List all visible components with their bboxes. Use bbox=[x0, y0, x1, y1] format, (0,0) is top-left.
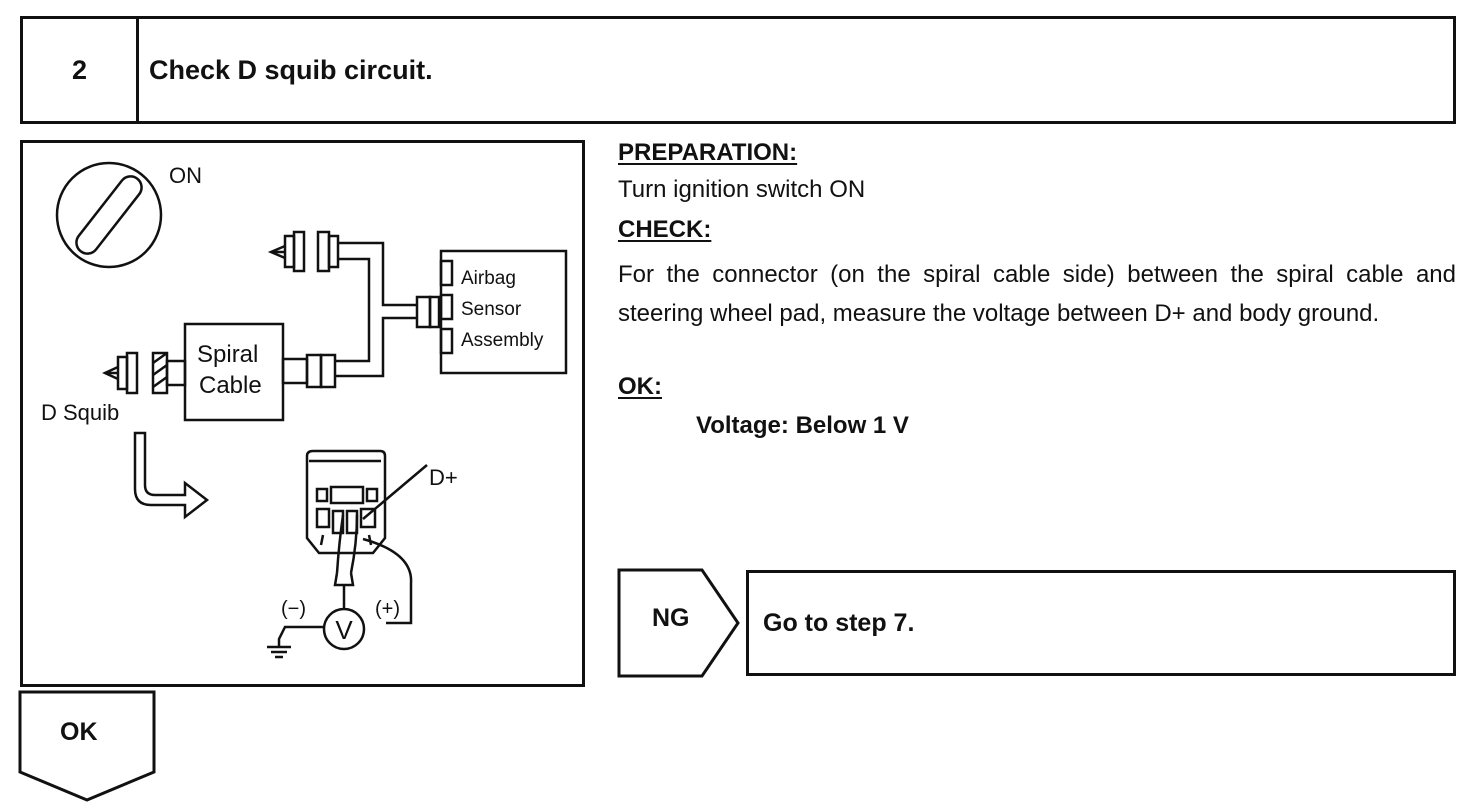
minus-terminal-label: (−) bbox=[281, 598, 306, 620]
plus-terminal-label: (+) bbox=[375, 598, 400, 620]
ok-value: Voltage: Below 1 V bbox=[696, 412, 909, 439]
ok-label: OK bbox=[60, 718, 98, 746]
ng-result: Go to step 7. bbox=[746, 570, 1456, 676]
bent-arrow-icon bbox=[133, 431, 210, 520]
on-label: ON bbox=[169, 163, 202, 188]
check-heading: CHECK: bbox=[618, 216, 712, 243]
step-header: 2 Check D squib circuit. bbox=[20, 16, 1456, 124]
assembly-label: Assembly bbox=[461, 330, 544, 351]
sensor-connector-icon bbox=[415, 295, 441, 329]
airbag-sensor-assembly bbox=[439, 249, 568, 375]
d-squib-connector-icon bbox=[102, 351, 187, 395]
check-text: For the connector (on the spiral cable s… bbox=[618, 261, 1456, 327]
cable-label: Cable bbox=[199, 372, 262, 399]
sensor-label: Sensor bbox=[461, 299, 522, 320]
ignition-switch-icon bbox=[55, 161, 163, 269]
meter-label: V bbox=[335, 615, 353, 645]
spiral-label: Spiral bbox=[197, 341, 258, 368]
step-number: 2 bbox=[23, 19, 139, 121]
voltmeter-icon bbox=[267, 585, 366, 659]
connector-face-closeup bbox=[305, 449, 428, 625]
wiring-diagram-graphic: ON Airbag Sensor Assembly Spiral Cable D… bbox=[41, 161, 568, 659]
wiring-diagram: ON Airbag Sensor Assembly Spiral Cable D… bbox=[20, 140, 585, 687]
d-squib-label: D Squib bbox=[41, 400, 119, 425]
ng-label: NG bbox=[652, 604, 690, 632]
upper-connector-icon bbox=[267, 230, 340, 273]
airbag-label: Airbag bbox=[461, 268, 516, 289]
d-plus-label: D+ bbox=[429, 465, 458, 490]
preparation-text: Turn ignition switch ON bbox=[618, 176, 866, 203]
preparation-heading: PREPARATION: bbox=[618, 139, 798, 166]
step-title: Check D squib circuit. bbox=[149, 54, 433, 85]
spiral-cable-connector-icon bbox=[281, 353, 337, 389]
ok-heading: OK: bbox=[618, 373, 662, 400]
